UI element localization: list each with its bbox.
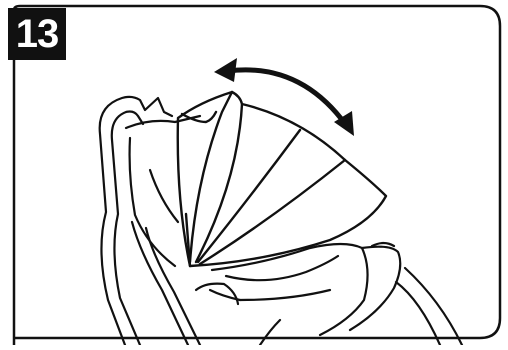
step-number-badge: 13 xyxy=(8,8,66,60)
seat-base xyxy=(196,243,462,345)
canopy-adjust-arrow-icon xyxy=(214,58,354,136)
stroller-frame xyxy=(100,97,200,345)
canopy-hood xyxy=(178,92,386,266)
panel-frame xyxy=(14,6,500,345)
